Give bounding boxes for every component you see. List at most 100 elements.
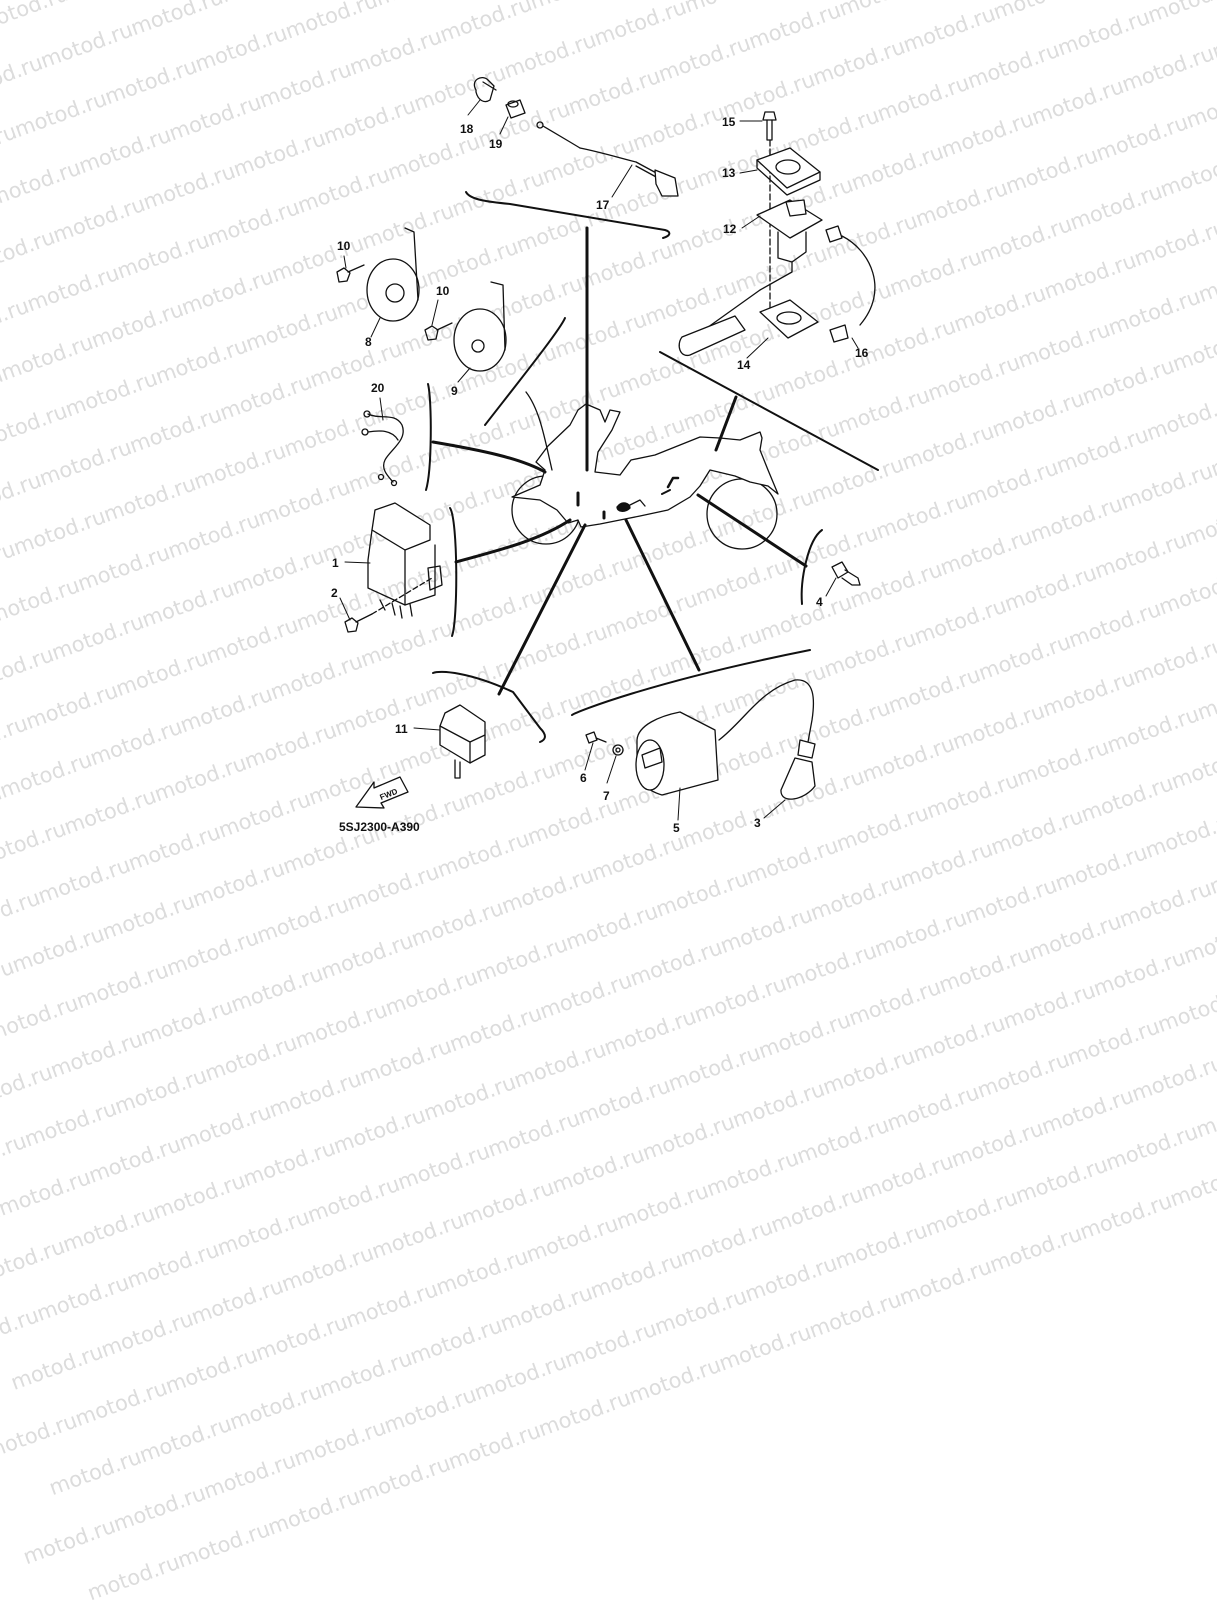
watermark-text: motod.ru	[857, 1149, 957, 1205]
part-14-gasket	[759, 299, 819, 339]
watermark-text: motod.ru	[0, 990, 82, 1047]
watermark-text: motod.ru	[755, 1007, 854, 1064]
watermark-text: motod.ru	[149, 1168, 249, 1224]
part-9-horn	[453, 281, 507, 372]
watermark-text: motod.ru	[1128, 1050, 1217, 1107]
callout-8: 8	[365, 335, 372, 349]
watermark-text: motod.ru	[535, 1385, 635, 1442]
group-brackets	[425, 191, 879, 743]
watermark-text: motod.ru	[200, 1447, 300, 1504]
watermark-text: motod.ru	[304, 1171, 403, 1228]
watermark-text: motod.ru	[574, 1073, 674, 1129]
watermark-text: motod.ru	[7, 1339, 107, 1395]
watermark-text: motod.ru	[677, 1214, 777, 1271]
callout-3: 3	[754, 816, 761, 830]
callout-4: 4	[816, 595, 823, 609]
part-5-ignition-coil	[635, 679, 815, 796]
watermark-text: motod.ru	[239, 1135, 339, 1192]
watermark-text: motod.ru	[472, 931, 572, 988]
watermark-text: motod.ru	[382, 964, 481, 1021]
part-20-clip	[361, 410, 404, 487]
watermark-text: motod.ru	[19, 1513, 119, 1570]
part-1-control-unit	[367, 502, 443, 619]
watermark-text: motod.ru	[909, 1011, 1009, 1067]
watermark-text: motod.ru	[793, 1112, 893, 1169]
watermark-text: motod.ru	[896, 1254, 995, 1310]
watermark-text: motod.ru	[665, 1040, 764, 1096]
watermark-text: motod.ru	[522, 1211, 622, 1267]
watermark-text: motod.ru	[110, 1480, 209, 1537]
watermark-text: motod.ru	[290, 1415, 390, 1471]
watermark-text: motod.ru	[935, 941, 1035, 998]
watermark-text: motod.ru	[71, 1375, 171, 1432]
watermark-text: motod.ru	[922, 1185, 1021, 1241]
watermark-text: motod.ru	[471, 1349, 570, 1405]
watermark-text: motod.ru	[651, 1283, 751, 1340]
watermark-text: motod.ru	[0, 954, 18, 1011]
watermark-text: motod.ru	[948, 1116, 1047, 1172]
watermark-text: motod.ru	[21, 1096, 120, 1152]
watermark-text: motod.ru	[1025, 909, 1125, 965]
watermark-text: motod.ru	[227, 961, 327, 1017]
watermark-text: motod.ru	[690, 971, 790, 1027]
watermark-text: motod.ru	[0, 1234, 69, 1290]
callout-12: 12	[723, 222, 737, 236]
watermark-text: motod.ru	[406, 1313, 506, 1369]
watermark-text: motod.ru	[291, 997, 391, 1054]
watermark-text: motod.ru	[0, 1165, 94, 1221]
watermark-text: motod.ru	[845, 974, 945, 1031]
watermark-text: motod.ru	[1166, 1155, 1217, 1212]
callout-leaders	[339, 99, 859, 821]
watermark-text: motod.ru	[446, 1000, 546, 1057]
watermark-text: motod.ru	[316, 1346, 416, 1402]
watermark-text: motod.ru	[883, 1080, 983, 1136]
callout-15: 15	[722, 115, 736, 129]
watermark-text: motod.ru	[380, 1382, 480, 1438]
watermark-text: motod.ru	[1192, 1086, 1217, 1143]
callout-9: 9	[451, 384, 458, 398]
part-6-bolt	[585, 731, 607, 744]
watermark-text: motod.ru	[201, 1030, 301, 1086]
callout-13: 13	[722, 166, 736, 180]
watermark-text: motod.ru	[47, 1027, 146, 1083]
part-19-cap	[505, 99, 526, 119]
watermark-text: motod.ru	[97, 1306, 197, 1363]
watermark-text: motod.ru	[625, 1352, 725, 1409]
watermark-text: motod.ru	[0, 1059, 56, 1116]
watermark-text: motod.ru	[715, 1320, 815, 1376]
watermark-text: motod.ru	[136, 1411, 235, 1468]
watermark-text: motod.ru	[368, 1208, 468, 1264]
watermark-text: motod.ru	[445, 1418, 544, 1475]
fwd-arrow-icon: FWD	[355, 776, 409, 809]
watermark-text: motod.ru	[342, 1277, 442, 1333]
watermark-text: motod.ru	[626, 935, 726, 991]
callout-11: 11	[395, 722, 408, 736]
part-4-switch	[831, 561, 861, 586]
watermark-text: motod.ru	[264, 1484, 364, 1540]
watermark-text: motod.ru	[458, 1175, 558, 1231]
watermark-text: motod.ru	[252, 1309, 352, 1366]
watermark-text: motod.ru	[1064, 1014, 1163, 1070]
watermark-text: motod.ru	[123, 1237, 223, 1293]
part-17-harness	[536, 121, 679, 197]
callout-5: 5	[673, 821, 680, 835]
watermark-text: motod.ru	[163, 925, 263, 981]
watermark-text: motod.ru	[587, 1247, 686, 1304]
part-10-bolt	[336, 264, 453, 341]
callout-7: 7	[603, 789, 610, 803]
part-18-clamp	[473, 76, 497, 103]
watermark-text: motod.ru	[1180, 912, 1217, 969]
watermark-text: motod.ru	[73, 957, 172, 1014]
watermark-text: motod.ru	[213, 1204, 313, 1261]
watermark-text: motod.ru	[59, 1201, 159, 1257]
group-leader-lines	[431, 226, 808, 696]
watermark-text: motod.ru	[394, 1138, 494, 1195]
watermark-text: motod.ru	[45, 1444, 145, 1501]
watermark-text: motod.ru	[613, 1178, 712, 1235]
watermark-text: motod.ru	[226, 1378, 326, 1435]
watermark-text: motod.ru	[317, 928, 417, 985]
watermark-text: motod.ru	[1154, 981, 1217, 1038]
watermark-text: motod.ru	[1012, 1152, 1112, 1208]
watermark-text: motod.ru	[819, 1043, 919, 1100]
watermark-text: motod.ru	[484, 1106, 584, 1162]
